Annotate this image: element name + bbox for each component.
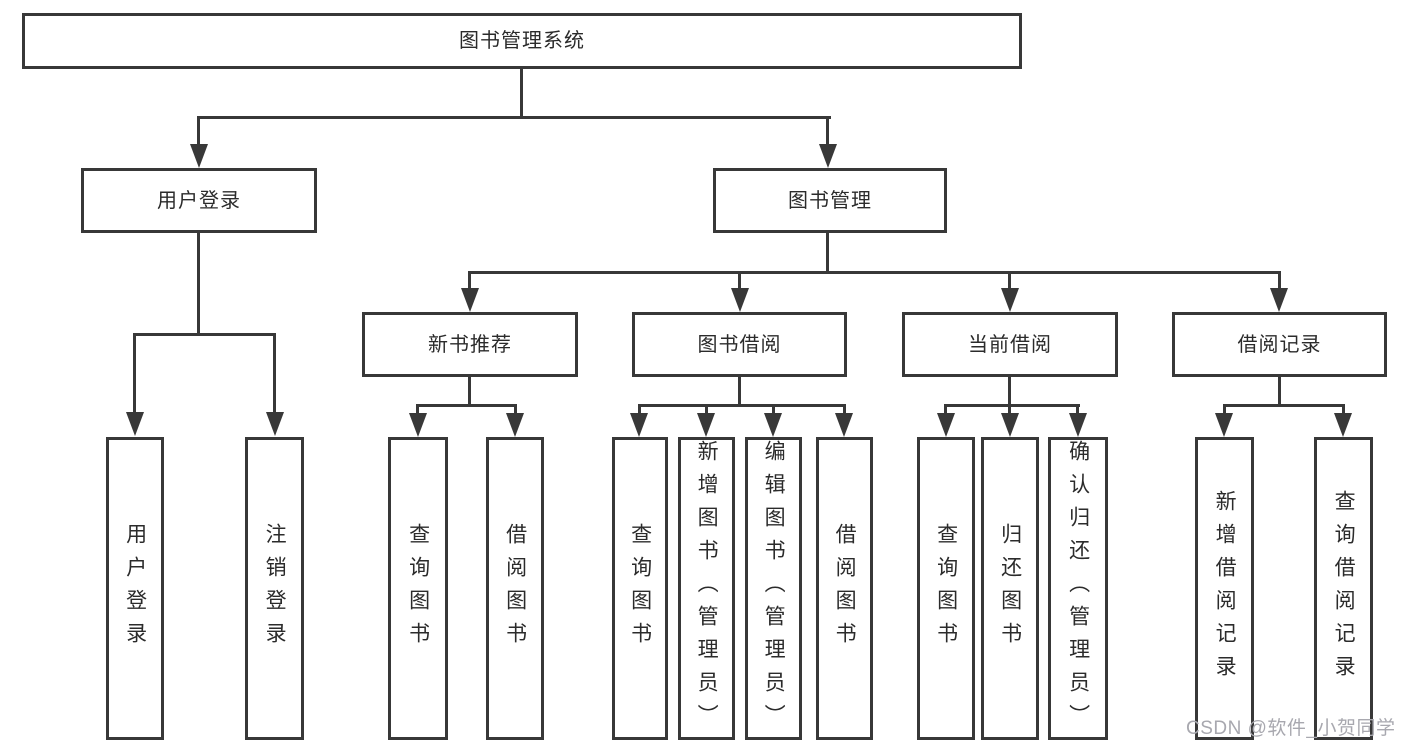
arrowhead-down — [819, 144, 837, 168]
connector — [826, 233, 829, 273]
arrowhead-down — [764, 413, 782, 437]
connector — [638, 404, 641, 414]
arrowhead-down — [630, 413, 648, 437]
node-add-borrow-record: 新增借阅记录 — [1195, 437, 1254, 740]
connector — [520, 69, 523, 118]
connector — [738, 271, 741, 290]
arrowhead-down — [1069, 413, 1087, 437]
connector — [944, 404, 1080, 407]
connector — [416, 404, 517, 407]
connector — [826, 116, 829, 146]
connector — [738, 377, 741, 406]
arrowhead-down — [1001, 288, 1019, 312]
arrowhead-down — [506, 413, 524, 437]
node-user-login: 用户登录 — [81, 168, 317, 233]
connector — [197, 233, 200, 335]
connector — [468, 271, 471, 290]
node-book-management: 图书管理 — [713, 168, 947, 233]
node-logout: 注销登录 — [245, 437, 304, 740]
connector — [1008, 377, 1011, 406]
arrowhead-down — [461, 288, 479, 312]
node-new-book-recommend: 新书推荐 — [362, 312, 578, 377]
connector — [1008, 404, 1011, 414]
connector — [1076, 404, 1079, 414]
node-root: 图书管理系统 — [22, 13, 1022, 69]
connector — [468, 271, 1281, 274]
connector — [468, 377, 471, 406]
connector — [416, 404, 419, 414]
node-confirm-return-admin: 确认归还（管理员） — [1048, 437, 1108, 740]
connector — [705, 404, 708, 414]
connector — [772, 404, 775, 414]
node-query-borrow-record: 查询借阅记录 — [1314, 437, 1373, 740]
connector — [1223, 404, 1226, 414]
node-add-book-admin: 新增图书（管理员） — [678, 437, 735, 740]
node-query-books-recommend: 查询图书 — [388, 437, 448, 740]
arrowhead-down — [190, 144, 208, 168]
node-borrow-books-recommend: 借阅图书 — [486, 437, 544, 740]
node-edit-book-admin: 编辑图书（管理员） — [745, 437, 802, 740]
node-return-book: 归还图书 — [981, 437, 1039, 740]
node-current-borrowing: 当前借阅 — [902, 312, 1118, 377]
connector — [197, 116, 200, 146]
connector — [944, 404, 947, 414]
connector — [197, 116, 831, 119]
arrowhead-down — [1215, 413, 1233, 437]
arrowhead-down — [1334, 413, 1352, 437]
connector — [514, 404, 517, 414]
arrowhead-down — [937, 413, 955, 437]
node-query-books-current: 查询图书 — [917, 437, 975, 740]
connector — [273, 333, 276, 413]
node-borrow-books-borrowing: 借阅图书 — [816, 437, 873, 740]
arrowhead-down — [266, 412, 284, 436]
node-borrowing-records: 借阅记录 — [1172, 312, 1387, 377]
connector — [133, 333, 136, 413]
arrowhead-down — [1001, 413, 1019, 437]
node-query-books-borrowing: 查询图书 — [612, 437, 668, 740]
arrowhead-down — [697, 413, 715, 437]
watermark: CSDN @软件_小贺同学 — [1186, 718, 1396, 739]
arrowhead-down — [835, 413, 853, 437]
connector — [638, 404, 846, 407]
arrowhead-down — [731, 288, 749, 312]
connector — [1223, 404, 1345, 407]
connector — [1008, 271, 1011, 290]
connector — [133, 333, 276, 336]
arrowhead-down — [1270, 288, 1288, 312]
node-book-borrowing: 图书借阅 — [632, 312, 847, 377]
connector — [843, 404, 846, 414]
node-user-login-leaf: 用户登录 — [106, 437, 164, 740]
connector — [1278, 271, 1281, 290]
connector — [1342, 404, 1345, 414]
arrowhead-down — [126, 412, 144, 436]
connector — [1278, 377, 1281, 406]
arrowhead-down — [409, 413, 427, 437]
